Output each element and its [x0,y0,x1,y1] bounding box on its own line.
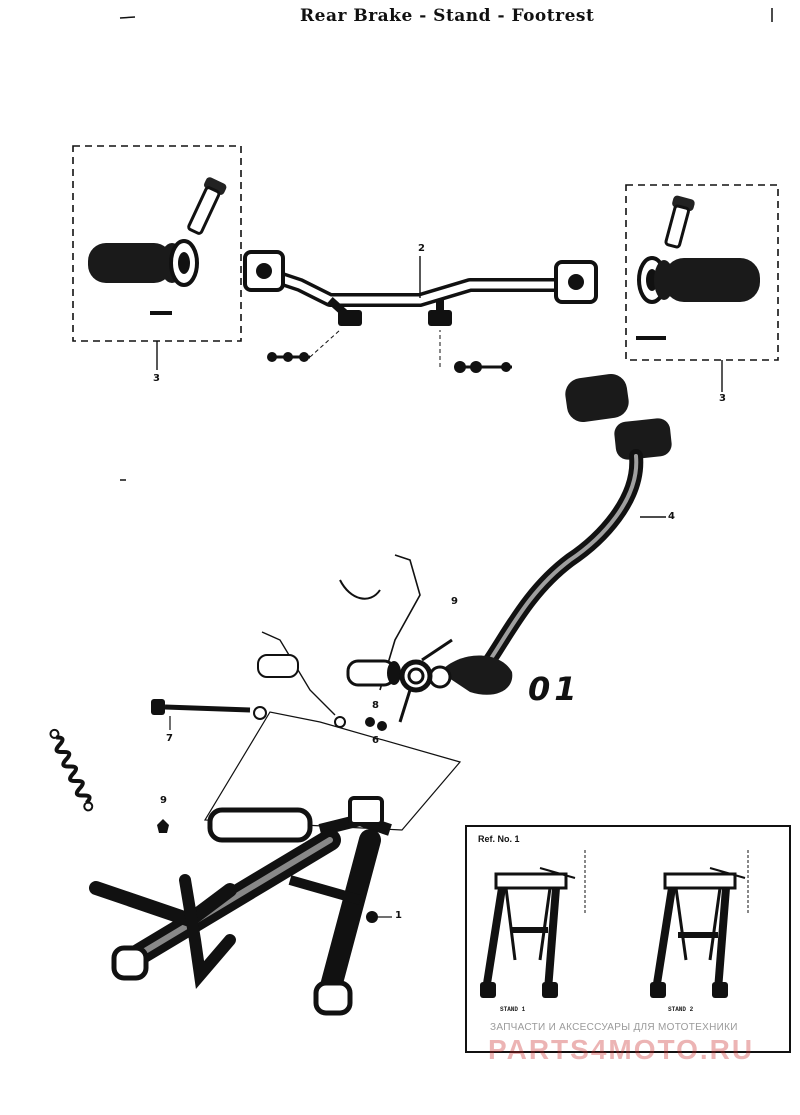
callout-washer: 6 [372,735,379,746]
callout-brake-pedal: 4 [668,511,675,522]
inset-stand-left [480,850,586,998]
inset-title: Ref. No. 1 [478,834,520,844]
callout-pivot-bolt: 7 [166,733,173,744]
watermark-tagline: ЗАПЧАСТИ И АКСЕССУАРЫ ДЛЯ МОТОТЕХНИКИ [490,1022,738,1033]
inset-panel [465,825,791,1053]
callout-bushing: 8 [372,700,379,711]
footrest-bar [243,250,598,373]
inset-caption-left: STAND 1 [500,1006,526,1013]
page-title: Rear Brake - Stand - Footrest [300,6,595,26]
callout-stand: 1 [395,910,402,921]
callout-spring: 9 [451,596,458,607]
scan-marks [119,8,773,481]
callout-footrest-bar: 2 [418,243,425,254]
center-stand [89,796,392,1016]
inset-stand-right [650,850,749,998]
callout-footrest-right: 3 [719,393,726,404]
handwritten-note: 01 [528,670,581,708]
callout-footrest-left: 3 [153,373,160,384]
inset-caption-right: STAND 2 [668,1006,694,1013]
watermark-logo: PARTS4MOTO.RU [488,1034,755,1065]
footrest-left-assembly [72,145,242,370]
footrest-right-assembly [625,184,779,392]
pivot-assembly [49,554,462,833]
callout-nut: 9 [160,795,167,806]
brake-pedal [428,373,672,695]
